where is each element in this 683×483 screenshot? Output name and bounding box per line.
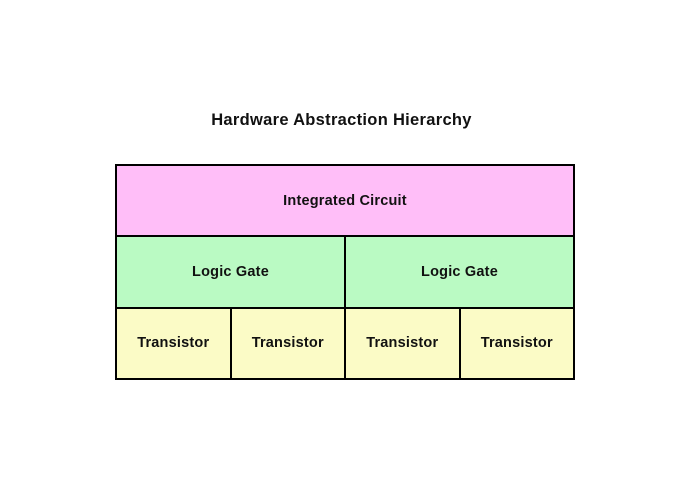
- page-title: Hardware Abstraction Hierarchy: [211, 111, 472, 129]
- transistor-box: Transistor: [117, 308, 230, 378]
- hardware-hierarchy-diagram: Integrated Circuit Logic Gate Logic Gate…: [115, 164, 575, 380]
- transistor-box: Transistor: [346, 308, 459, 378]
- integrated-circuit-row: Integrated Circuit: [117, 166, 573, 236]
- transistor-row: Transistor Transistor Transistor Transis…: [117, 308, 573, 378]
- logic-gate-row: Logic Gate Logic Gate: [117, 237, 573, 307]
- transistor-box: Transistor: [231, 308, 344, 378]
- logic-gate-box: Logic Gate: [346, 237, 573, 307]
- logic-gate-box: Logic Gate: [117, 237, 344, 307]
- integrated-circuit-box: Integrated Circuit: [117, 166, 573, 236]
- transistor-box: Transistor: [460, 308, 573, 378]
